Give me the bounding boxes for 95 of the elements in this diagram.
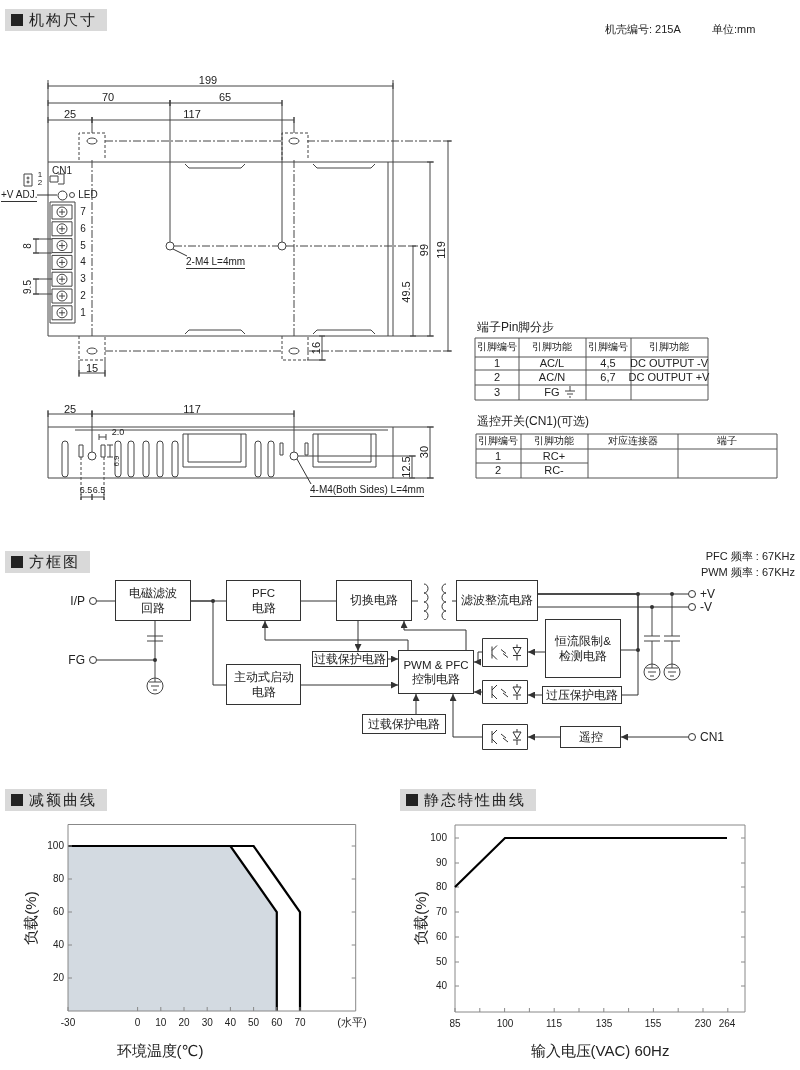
case-number: 机壳编号: 215A	[605, 23, 681, 35]
pin-number: 1	[494, 450, 502, 462]
section-heading: 减额曲线	[5, 789, 107, 811]
axis-tick-label: 20	[178, 1018, 190, 1028]
pin-number: 4,5	[600, 357, 616, 369]
terminal-number: 7	[80, 207, 86, 217]
column-header: 引脚功能	[649, 342, 689, 352]
axis-unit-note: (水平)	[337, 1016, 367, 1028]
dimension-value: 6.5	[79, 485, 93, 495]
dimension-value: 15	[85, 362, 99, 374]
axis-tick-label: 60	[435, 932, 447, 942]
axis-tick-label: 100	[47, 841, 64, 851]
dimension-value: 16	[310, 341, 322, 355]
pin-function: FG	[544, 386, 560, 398]
axis-tick-label: 230	[694, 1019, 712, 1029]
terminal-number: 6	[80, 223, 86, 234]
axis-title: 负载(%)	[412, 891, 428, 945]
dimension-value: 99	[418, 243, 430, 257]
pin-number: 2	[37, 179, 43, 187]
dimension-value: 30	[418, 445, 430, 459]
dimension-value: 8	[23, 243, 33, 249]
pin-function: AC/N	[538, 371, 566, 383]
terminal-number: 2	[80, 291, 86, 301]
pin-function: RC-	[544, 464, 564, 476]
axis-tick-label: 70	[435, 907, 447, 917]
pin-number: 2	[493, 371, 501, 383]
axis-tick-label: -30	[60, 1018, 76, 1028]
axis-tick-label: 80	[435, 882, 447, 892]
axis-tick-label: 10	[155, 1018, 167, 1028]
dimension-value: 25	[63, 403, 77, 415]
frequency-note: PFC 频率 : 67KHz	[705, 550, 795, 562]
column-header: 引脚编号	[478, 436, 518, 446]
axis-tick-label: 50	[248, 1018, 260, 1028]
axis-tick-label: 155	[644, 1019, 662, 1029]
axis-title: 负载(%)	[22, 891, 38, 945]
pin-function: DC OUTPUT +V	[628, 371, 710, 383]
dimension-value: 49.5	[400, 281, 412, 303]
column-header: 引脚功能	[532, 342, 572, 352]
pin-number: 2	[494, 464, 502, 476]
axis-tick-label: 30	[201, 1018, 213, 1028]
pin-number: 1	[37, 171, 43, 179]
dimension-value: 25	[63, 108, 77, 120]
axis-tick-label: 70	[294, 1018, 306, 1028]
pin-function: RC+	[542, 450, 566, 462]
axis-tick-label: 40	[435, 981, 447, 991]
led-label: LED	[78, 190, 98, 200]
terminal-number: 1	[80, 307, 86, 318]
axis-tick-label: 40	[224, 1018, 236, 1028]
dimension-value: 117	[183, 403, 201, 415]
axis-tick-label: 20	[52, 973, 64, 983]
axis-tick-label: 80	[52, 874, 64, 884]
axis-tick-label: 40	[52, 940, 64, 950]
dimension-value: 6.5	[92, 485, 106, 495]
pin-number: 6,7	[600, 371, 616, 383]
column-header: 端子	[717, 436, 737, 446]
dimension-value: 70	[101, 91, 115, 103]
axis-tick-label: 264	[718, 1019, 736, 1029]
section-heading: 静态特性曲线	[400, 789, 536, 811]
axis-tick-label: 85	[449, 1019, 461, 1029]
dimension-value: 65	[218, 91, 232, 103]
axis-tick-label: 115	[546, 1019, 562, 1029]
dimension-value: 2.0	[111, 427, 125, 437]
column-header: 对应连接器	[608, 436, 658, 446]
dimension-value: 119	[435, 241, 447, 259]
connector-label: CN1	[52, 166, 72, 176]
terminal-number: 4	[80, 257, 86, 268]
section-heading: 方框图	[5, 551, 90, 573]
dimension-value: 6.9	[113, 455, 121, 467]
axis-tick-label: 0	[134, 1018, 141, 1028]
unit-note: 单位:mm	[712, 23, 756, 35]
dimension-value: 199	[198, 74, 218, 86]
column-header: 引脚编号	[588, 342, 628, 352]
axis-tick-label: 90	[435, 858, 447, 868]
table-title: 端子Pin脚分步	[477, 321, 555, 333]
axis-tick-label: 60	[271, 1018, 283, 1028]
axis-tick-label: 100	[430, 833, 447, 843]
axis-title: 输入电压(VAC) 60Hz	[530, 1042, 670, 1058]
terminal-number: 5	[80, 240, 86, 251]
pin-number: 3	[493, 386, 501, 398]
axis-title: 环境温度(℃)	[116, 1042, 204, 1058]
section-heading: 机构尺寸	[5, 9, 107, 31]
table-title: 遥控开关(CN1)(可选)	[477, 415, 589, 427]
terminal-number: 3	[80, 274, 86, 285]
dimension-value: 9.5	[23, 280, 33, 294]
frequency-note: PWM 频率 : 67KHz	[700, 566, 795, 578]
pin-function: DC OUTPUT -V	[630, 357, 708, 369]
pin-function: AC/L	[539, 357, 565, 369]
axis-tick-label: 100	[496, 1019, 514, 1029]
dimension-value: 117	[183, 108, 201, 120]
pin-number: 1	[493, 357, 501, 369]
axis-tick-label: 50	[435, 957, 447, 967]
axis-tick-label: 60	[52, 907, 64, 917]
column-header: 引脚功能	[534, 436, 574, 446]
column-header: 引脚编号	[477, 342, 517, 352]
axis-tick-label: 135	[595, 1019, 613, 1029]
